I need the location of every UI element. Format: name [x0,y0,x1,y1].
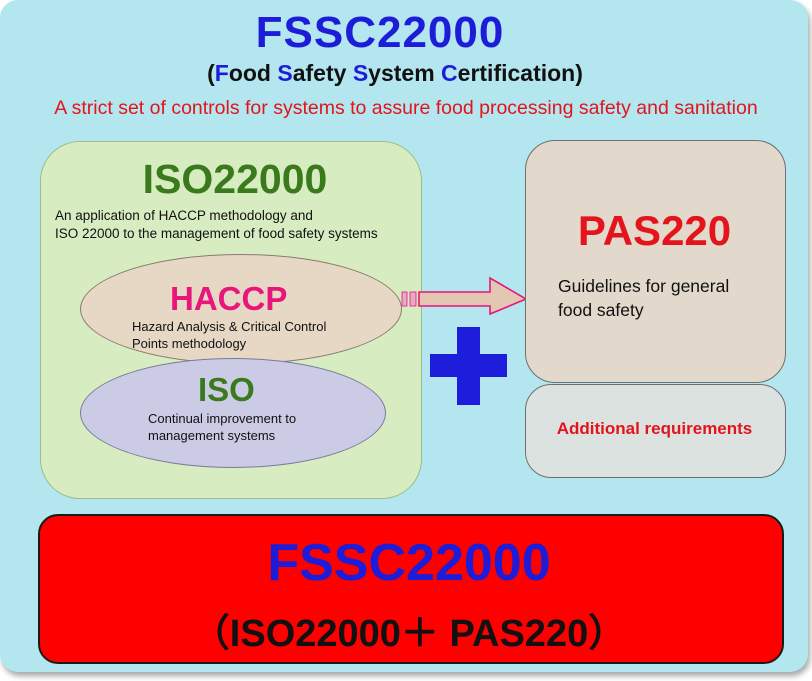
result-box [38,514,784,664]
subtitle-initial: C [441,60,458,86]
subtitle-initial: F [214,60,229,86]
additional-requirements-box [525,384,786,478]
subtitle-text: ertification) [457,60,583,86]
haccp-description: Hazard Analysis & Critical Control Point… [132,319,327,351]
pas220-description: Guidelines for general food safety [558,276,730,320]
haccp-title: HACCP [170,280,288,317]
subtitle-initial: S [352,60,369,86]
subtitle-text: ( [207,60,215,86]
iso22000-title: ISO22000 [142,156,328,202]
subtitle-text: afety [292,60,353,86]
tagline: A strict set of controls for systems to … [54,97,758,119]
page-subtitle: (Food Safety System Certification) [0,60,790,87]
subtitle-initial: S [277,60,293,86]
right-arrow-icon [401,276,528,316]
subtitle-text: ood [228,60,278,86]
subtitle-text: ystem [368,60,442,86]
pas220-title: PAS220 [577,207,732,254]
iso-description: Continual improvement to management syst… [148,411,297,443]
iso22000-description: An application of HACCP methodology and … [55,208,378,241]
result-title: FSSC22000 [267,534,551,592]
iso-ellipse [80,358,386,468]
page-title: FSSC22000 [255,8,505,57]
iso-title: ISO [198,371,255,408]
additional-requirements-label: Additional requirements [556,419,753,438]
result-formula: （ISO22000＋ PAS220） [191,613,627,655]
pas220-box [525,140,786,383]
